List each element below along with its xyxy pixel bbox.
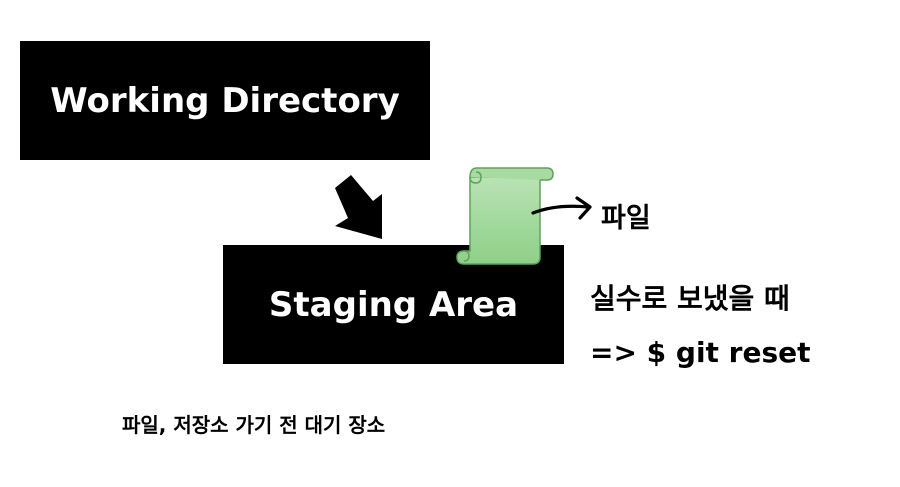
working-directory-box: Working Directory — [20, 41, 430, 160]
staging-area-box: Staging Area — [223, 245, 564, 364]
mistake-note: 실수로 보냈을 때 — [590, 282, 790, 315]
file-label: 파일 — [601, 203, 651, 234]
scroll-file-icon — [456, 167, 554, 265]
reset-command: => $ git reset — [590, 336, 811, 369]
staging-area-label: Staging Area — [268, 284, 519, 325]
arrow-down-right-icon — [335, 175, 382, 239]
staging-caption: 파일, 저장소 가기 전 대기 장소 — [122, 413, 386, 437]
curved-arrow-icon — [531, 196, 592, 220]
working-directory-label: Working Directory — [50, 80, 400, 121]
